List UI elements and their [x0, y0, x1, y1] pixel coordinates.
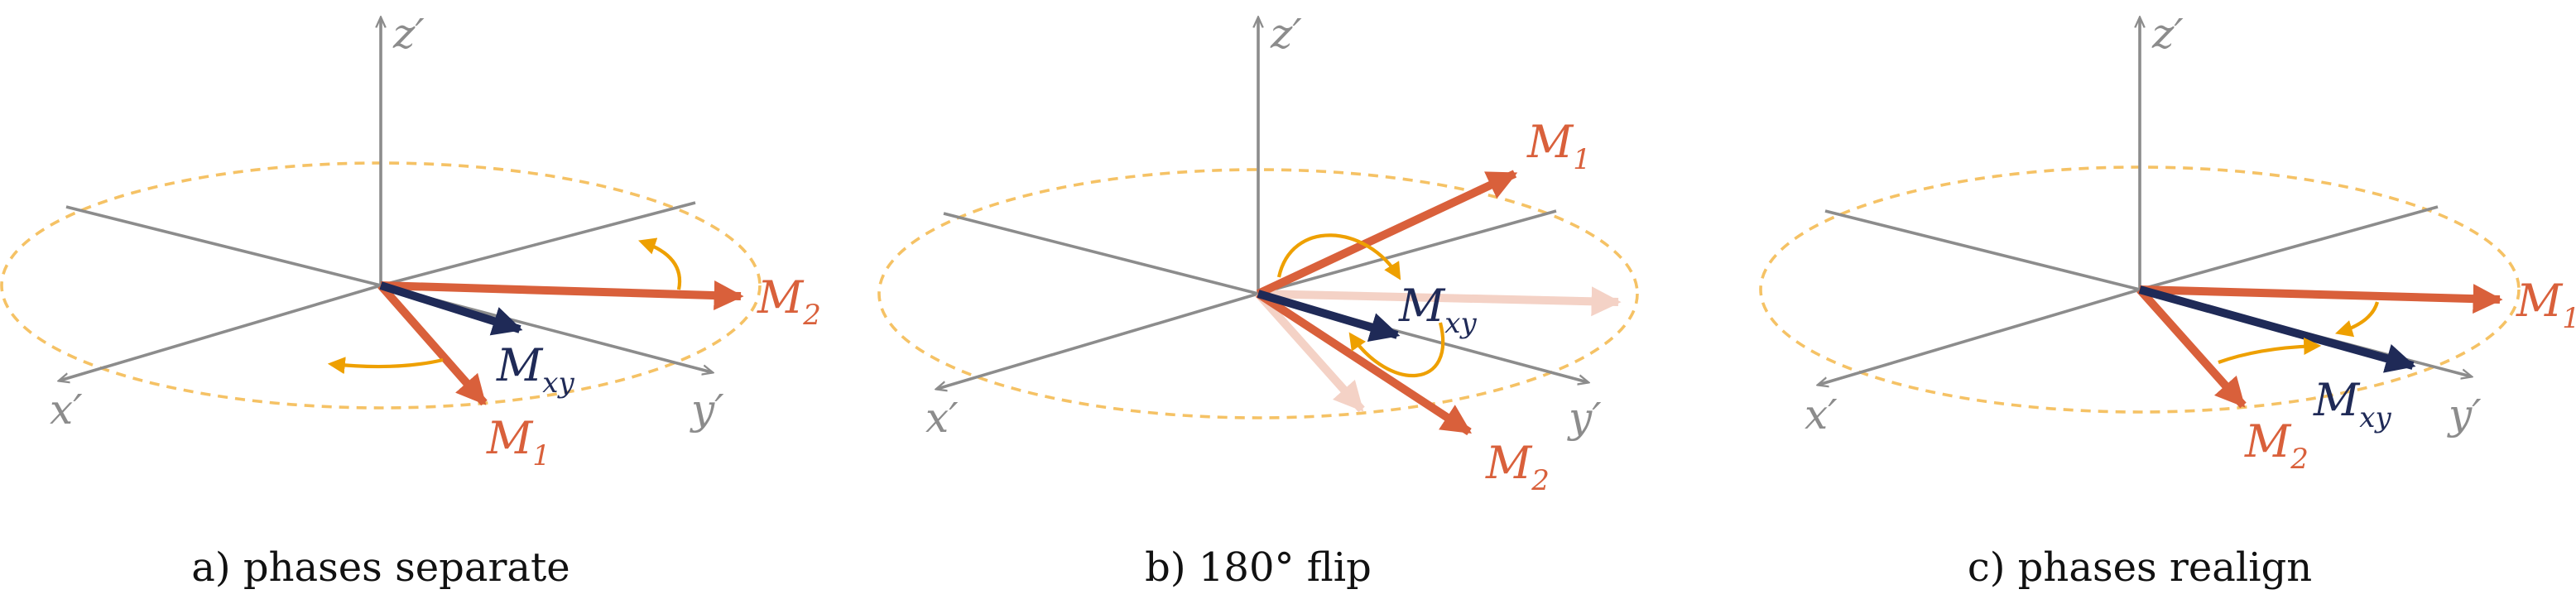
m1-label: M1	[1526, 116, 1591, 176]
caption-b: b) 180° flip	[1145, 544, 1372, 591]
m2-label: M2	[1485, 437, 1550, 497]
y-axis-back	[380, 201, 696, 287]
m2-label: M2	[757, 271, 821, 332]
x-axis-back	[943, 212, 1259, 295]
m1-label: M1	[486, 412, 550, 472]
m1-vector-previous	[1255, 290, 1365, 413]
rotation-arrow-m2	[638, 237, 682, 290]
mxy-label: Mxy	[2313, 374, 2391, 434]
m2-label: M2	[2244, 415, 2309, 476]
rotation-arrow-m1	[2334, 301, 2380, 338]
m2-vector-previous	[1257, 286, 1622, 317]
transverse-plane-ellipse	[877, 168, 1639, 419]
caption-a: a) phases separate	[191, 544, 570, 591]
y-axis-label: y′	[1567, 394, 1602, 442]
mxy-vector	[2138, 285, 2416, 373]
flip-arrow-upper	[1276, 233, 1401, 280]
caption-c: c) phases realign	[1968, 544, 2312, 591]
m2-vector	[2136, 286, 2247, 409]
rotation-arrow-m1	[327, 357, 444, 375]
x-axis-back	[1824, 209, 2141, 291]
z-axis-label: z′	[2151, 10, 2184, 58]
m1-vector	[1256, 170, 1518, 298]
m2-vector	[380, 280, 744, 311]
panel-b: z′ x′ y′ M1 M2 Mxy b) 180° flip	[877, 10, 1639, 591]
y-axis-back	[2139, 205, 2439, 291]
m2-vector	[1256, 290, 1473, 436]
x-axis-back	[65, 205, 382, 287]
panel-c: z′ x′ y′ M1 M2 Mxy c) phases realign	[1759, 10, 2576, 591]
m1-vector	[377, 282, 488, 406]
flip-arrow-lower	[1348, 322, 1445, 377]
x-axis	[937, 292, 1259, 389]
x-axis	[60, 284, 382, 381]
mxy-vector	[379, 281, 523, 336]
y-axis-back	[1257, 209, 1557, 295]
mxy-label: Mxy	[1398, 280, 1477, 340]
x-axis-label: x′	[1805, 391, 1838, 438]
z-axis-label: z′	[1270, 10, 1302, 58]
x-axis	[1819, 288, 2141, 385]
panel-a: z′ x′ y′ M2 M1 Mxy a) phases separate	[0, 10, 821, 591]
m1-vector	[2139, 284, 2503, 314]
x-axis-label: x′	[925, 394, 959, 442]
mxy-vector	[1257, 290, 1401, 343]
z-axis-label: z′	[392, 10, 425, 58]
x-axis-label: x′	[50, 386, 83, 434]
m1-label: M1	[2516, 275, 2576, 335]
y-axis-label: y′	[690, 386, 724, 434]
rotation-arrow-m2	[2218, 337, 2322, 364]
mxy-label: Mxy	[496, 339, 574, 400]
y-axis-label: y′	[2447, 391, 2482, 438]
